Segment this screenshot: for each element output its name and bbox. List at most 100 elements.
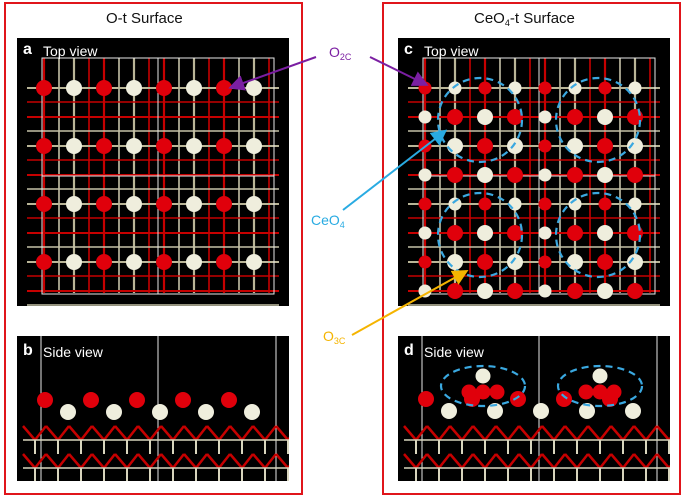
cerium-atom bbox=[568, 197, 582, 211]
subsurface-bond bbox=[587, 453, 601, 469]
oxygen-atom bbox=[175, 392, 191, 408]
subsurface-bond bbox=[564, 453, 578, 469]
subsurface-bond bbox=[449, 425, 463, 441]
oxygen-atom bbox=[567, 109, 583, 125]
oxygen-atom bbox=[221, 392, 237, 408]
oxygen-atom bbox=[96, 138, 112, 154]
oxygen-atom bbox=[538, 81, 552, 95]
cerium-atom bbox=[66, 80, 82, 96]
cerium-atom bbox=[567, 254, 583, 270]
subsurface-bond bbox=[275, 453, 289, 469]
cerium-atom bbox=[597, 283, 613, 299]
cerium-atom bbox=[597, 167, 613, 183]
ceo4-cluster-ring bbox=[436, 76, 524, 164]
oxygen-atom bbox=[556, 391, 572, 407]
subsurface-bond bbox=[195, 425, 208, 441]
subsurface-bond bbox=[541, 425, 555, 441]
subsurface-bond bbox=[599, 425, 612, 441]
cerium-atom bbox=[60, 404, 76, 420]
ceo4-label-sub: 4 bbox=[339, 220, 345, 230]
oxygen-atom bbox=[418, 255, 432, 269]
subsurface-bond bbox=[587, 425, 601, 441]
right-figure-title: CeO4-t Surface bbox=[474, 10, 575, 28]
oxygen-atom bbox=[447, 225, 463, 241]
oxygen-atom bbox=[96, 80, 112, 96]
oxygen-atom bbox=[475, 384, 491, 400]
subsurface-bond bbox=[484, 453, 497, 469]
oxygen-atom bbox=[538, 197, 552, 211]
cerium-atom bbox=[592, 368, 608, 384]
subsurface-bond bbox=[57, 453, 70, 469]
subsurface-bond bbox=[668, 464, 670, 469]
oxygen-atom bbox=[477, 138, 493, 154]
subsurface-bond bbox=[114, 453, 128, 469]
panel-a-letter: a bbox=[23, 41, 32, 58]
panel-b-side-view: b Side view bbox=[17, 336, 289, 481]
oxygen-atom bbox=[598, 81, 612, 95]
panel-b-caption: Side view bbox=[43, 344, 103, 360]
cerium-atom bbox=[106, 404, 122, 420]
subsurface-bond bbox=[22, 425, 36, 441]
subsurface-bond bbox=[68, 425, 82, 441]
oxygen-atom bbox=[507, 167, 523, 183]
cerium-atom bbox=[627, 254, 643, 270]
cerium-atom bbox=[448, 197, 462, 211]
subsurface-bond bbox=[114, 425, 128, 441]
cerium-atom bbox=[418, 168, 432, 182]
o2c-callout-label: O2C bbox=[329, 44, 351, 62]
cerium-atom bbox=[568, 81, 582, 95]
oxygen-atom bbox=[447, 109, 463, 125]
subsurface-bond bbox=[518, 453, 532, 469]
panel-c-top-view: c Top view bbox=[398, 38, 670, 306]
subsurface-bond bbox=[438, 425, 451, 441]
oxygen-atom bbox=[507, 109, 523, 125]
subsurface-bond bbox=[45, 453, 59, 469]
oxygen-atom bbox=[447, 167, 463, 183]
oxygen-atom bbox=[538, 255, 552, 269]
panel-b-structure bbox=[22, 336, 289, 481]
ceo4-cluster-ring bbox=[556, 364, 644, 408]
subsurface-bond bbox=[426, 453, 440, 469]
subsurface-bond bbox=[34, 453, 47, 469]
cerium-atom bbox=[475, 368, 491, 384]
subsurface-bond bbox=[229, 453, 243, 469]
oxygen-atom bbox=[567, 283, 583, 299]
subsurface-bond bbox=[553, 425, 566, 441]
subsurface-bond bbox=[45, 425, 59, 441]
subsurface-bond bbox=[507, 425, 520, 441]
cerium-atom bbox=[625, 403, 641, 419]
subsurface-bond bbox=[195, 453, 208, 469]
subsurface-bond bbox=[610, 453, 624, 469]
oxygen-atom bbox=[216, 80, 232, 96]
subsurface-bond bbox=[264, 453, 277, 469]
panel-a-structure bbox=[27, 57, 279, 306]
oxygen-atom bbox=[447, 283, 463, 299]
ceo4-cluster-ring bbox=[439, 364, 527, 408]
subsurface-bond bbox=[149, 425, 162, 441]
panel-c-letter: c bbox=[404, 41, 413, 58]
subsurface-bond bbox=[633, 453, 647, 469]
oxygen-atom bbox=[507, 225, 523, 241]
cerium-atom bbox=[627, 138, 643, 154]
subsurface-bond bbox=[472, 425, 486, 441]
right-figure-frame bbox=[382, 2, 681, 495]
cerium-atom bbox=[597, 109, 613, 125]
o2c-label-main: O bbox=[329, 44, 340, 60]
subsurface-bond bbox=[160, 425, 174, 441]
cerium-atom bbox=[186, 138, 202, 154]
panel-a-top-view: a Top view bbox=[17, 38, 289, 306]
panel-d-letter: d bbox=[404, 342, 414, 359]
cerium-atom bbox=[418, 110, 432, 124]
cerium-atom bbox=[66, 196, 82, 212]
oxygen-atom bbox=[627, 167, 643, 183]
subsurface-bond bbox=[264, 425, 277, 441]
subsurface-bond bbox=[241, 425, 254, 441]
subsurface-bond bbox=[172, 425, 185, 441]
subsurface-bond bbox=[461, 453, 474, 469]
subsurface-bond bbox=[610, 425, 624, 441]
oxygen-atom bbox=[418, 139, 432, 153]
ceo4-cluster-ring bbox=[554, 191, 642, 279]
cerium-atom bbox=[477, 225, 493, 241]
subsurface-bond bbox=[68, 453, 82, 469]
subsurface-bond bbox=[403, 425, 417, 441]
